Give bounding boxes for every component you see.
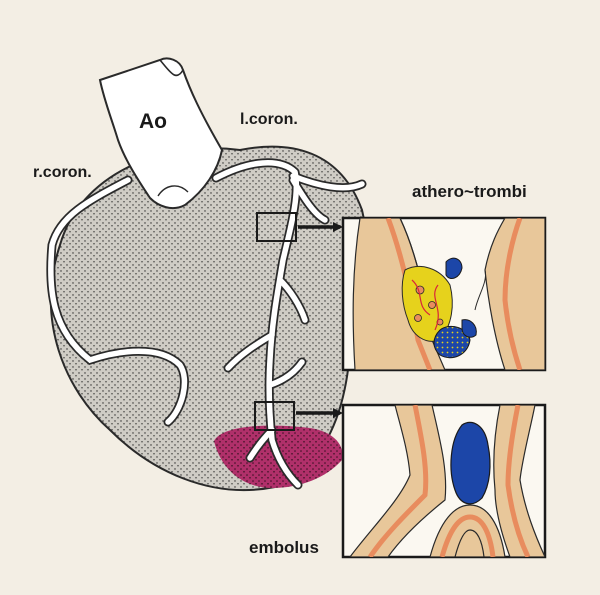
athero-trombi-label: athero~trombi [412, 182, 527, 201]
right-coronary-artery [46, 175, 189, 427]
left-coronary-artery [211, 158, 367, 490]
detail-marker-upper [256, 212, 297, 242]
embolus-label: embolus [249, 538, 319, 557]
athero-thrombi-panel [341, 216, 547, 372]
detail-marker-lower [254, 401, 295, 431]
aorta-label: Ao [139, 110, 167, 133]
left-coronary-label: l.coron. [240, 111, 298, 128]
aorta [98, 57, 224, 209]
right-coronary-label: r.coron. [33, 164, 92, 181]
embolus-panel [341, 403, 547, 559]
